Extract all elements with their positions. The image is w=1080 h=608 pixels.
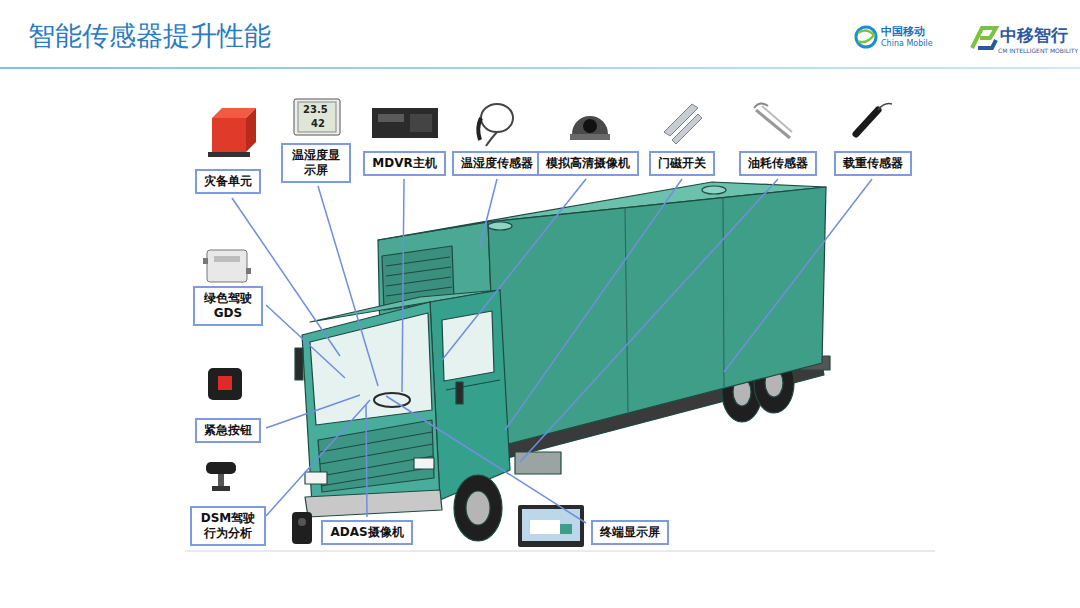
label-text: 温湿度传感器 [461, 156, 533, 171]
emergency-button-icon [208, 368, 242, 400]
label-text: ADAS摄像机 [330, 525, 403, 540]
truck [295, 182, 830, 541]
terminal-screen-icon [518, 505, 584, 547]
label-text: 模拟高清摄像机 [546, 156, 630, 171]
disaster-unit-icon [208, 108, 256, 157]
label-text: DSM驾驶 行为分析 [199, 511, 257, 541]
label-text: 紧急按钮 [204, 423, 252, 438]
page-title: 智能传感器提升性能 [28, 18, 271, 54]
label-box: 紧急按钮 [195, 418, 261, 443]
temp-sensor-icon [478, 104, 513, 146]
gds-icon [203, 250, 251, 282]
logo-text: China Mobile [881, 40, 933, 49]
label-text: 终端显示屏 [600, 525, 660, 540]
thermo-display-icon [294, 99, 340, 135]
leader-lines [232, 179, 872, 523]
display-reading: 23.5 [303, 104, 328, 115]
hd-camera-icon [570, 116, 610, 140]
logo-text: 中国移动 [881, 26, 925, 38]
label-box: 油耗传感器 [739, 151, 817, 176]
label-box: 绿色驾驶 GDS [193, 286, 263, 326]
load-sensor-icon [856, 104, 892, 134]
label-box: 温湿度显 示屏 [281, 143, 351, 183]
label-box: 载重传感器 [834, 151, 912, 176]
label-box: 模拟高清摄像机 [537, 151, 639, 176]
frame-rule [185, 551, 935, 552]
label-text: 温湿度显 示屏 [290, 148, 342, 178]
label-text: 门磁开关 [658, 156, 706, 171]
header-rule [0, 67, 1080, 69]
label-box: DSM驾驶 行为分析 [190, 506, 266, 546]
label-box: 门磁开关 [649, 151, 715, 176]
cm-mobility-logo [972, 28, 996, 48]
label-text: 载重传感器 [843, 156, 903, 171]
label-text: MDVR主机 [372, 156, 436, 171]
label-box: 灾备单元 [195, 169, 261, 194]
door-switch-icon [664, 104, 702, 144]
adas-camera-icon [292, 512, 312, 544]
label-text: 绿色驾驶 GDS [202, 291, 254, 321]
label-box: 温湿度传感器 [452, 151, 542, 176]
label-text: 油耗传感器 [748, 156, 808, 171]
label-text: 灾备单元 [204, 174, 252, 189]
label-box: 终端显示屏 [591, 520, 669, 545]
logo-text: 中移智行 [1000, 26, 1068, 45]
label-box: ADAS摄像机 [321, 520, 413, 545]
mdvr-icon [372, 108, 438, 138]
logo-text: CM INTELLIGENT MOBILITY [998, 48, 1078, 55]
dsm-camera-icon [206, 462, 236, 491]
china-mobile-logo [856, 27, 876, 47]
label-box: MDVR主机 [363, 151, 446, 176]
display-reading: 42 [311, 118, 325, 129]
oil-sensor-icon [754, 103, 792, 138]
